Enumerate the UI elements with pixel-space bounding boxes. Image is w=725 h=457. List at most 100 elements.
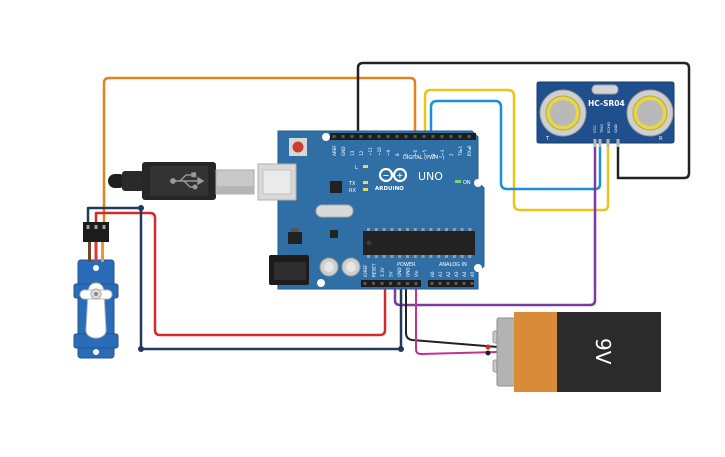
usb-chip [330,181,342,193]
digital-header-holes [332,135,471,138]
chip-pin [390,228,394,231]
digital-header[interactable] [330,133,476,140]
analog-pin-hole[interactable] [446,282,450,285]
chip-pin [413,255,417,258]
analog-pin-label: A3 [454,271,459,277]
led-tx-label: TX [348,181,356,187]
usb-cable-neck [122,171,144,191]
digital-pin-label: ~10 [377,147,382,156]
led-on [455,180,461,183]
sensor-pin[interactable] [598,139,602,147]
digital-pin-hole[interactable] [386,135,390,138]
digital-pin-label: GND [341,146,346,156]
digital-pin-hole[interactable] [377,135,381,138]
analog-pin-hole[interactable] [438,282,442,285]
analog-pin-hole[interactable] [454,282,458,285]
chip-pin [398,255,402,258]
servo-cable-red [94,240,98,262]
chip-pin [429,228,433,231]
wire-blue-echo[interactable] [429,99,602,191]
digital-pin-label: 8 [395,153,400,156]
battery-9v[interactable]: 9V [485,312,662,392]
battery-label-band [514,312,559,392]
chip-pin [382,228,386,231]
power-pin-hole[interactable] [406,282,409,285]
digital-pin-hole[interactable] [449,135,453,138]
wire-node [138,205,144,211]
wire-black-battery-neg[interactable] [405,282,499,348]
power-pin-label: IOREF [363,264,368,277]
power-pin-hole[interactable] [389,282,392,285]
digital-pin-hole[interactable] [350,135,354,138]
digital-pin-hole[interactable] [422,135,426,138]
power-pin-hole[interactable] [380,282,384,285]
capacitor-top [324,262,334,272]
power-pin-hole[interactable] [397,282,401,285]
reset-button[interactable] [292,141,304,153]
digital-pin-hole[interactable] [431,135,435,138]
digital-pin-hole[interactable] [359,135,363,138]
wire-magenta-battery-pos[interactable] [415,282,499,355]
chip-pin [406,255,409,258]
chip-pin [445,228,448,231]
chip-pin [367,228,370,231]
wire-purple-vcc[interactable] [393,143,597,307]
servo-connector-pin [94,225,98,229]
digital-pin-hole[interactable] [404,135,408,138]
mounting-hole [474,264,482,272]
analog-header[interactable] [428,280,474,287]
digital-pin-hole[interactable] [341,135,345,138]
digital-pin-hole[interactable] [413,135,417,138]
servo-motor[interactable] [73,222,119,359]
power-pin-hole[interactable] [372,282,375,285]
power-pin-hole[interactable] [414,282,418,285]
chip-pin [421,228,425,231]
capacitor-top [346,262,356,272]
analog-pin-label: A1 [438,271,443,277]
wire-navy-servo-gnd[interactable] [86,206,403,351]
chip-pin [382,255,386,258]
battery-voltage-label: 9V [591,338,615,365]
wire-node [398,346,404,352]
led-on-label: ON [463,180,471,186]
digital-pin-hole[interactable] [332,135,336,138]
wire-orange-servo-signal[interactable] [102,76,417,227]
sensor-pin[interactable] [593,139,597,147]
analog-pin-hole[interactable] [470,282,474,285]
sensor-pins[interactable] [593,139,620,147]
digital-pin-hole[interactable] [467,135,471,138]
sensor-pin[interactable] [606,139,610,147]
wire-yellow-trig[interactable] [423,88,610,212]
analog-pin-hole[interactable] [430,282,434,285]
chip-pin [421,255,425,258]
chip-notch [366,240,372,246]
chip-pin [374,228,378,231]
crystal-oscillator [315,204,354,218]
usb-cable-tip [108,174,126,188]
usb-cable[interactable] [108,162,255,200]
wire-black-sensor-gnd[interactable] [356,61,691,180]
digital-pin-hole[interactable] [395,135,399,138]
wire-red-servo-power[interactable] [94,211,387,337]
digital-pin-hole[interactable] [368,135,372,138]
digital-pin-label: 2 [449,153,454,156]
analog-pin-hole[interactable] [462,282,466,285]
servo-horn-screw [94,292,98,296]
digital-pin-hole[interactable] [440,135,444,138]
sensor-pin-label: TRIG [599,124,604,134]
chip-pin [374,255,378,258]
microcontroller-chip [363,231,475,255]
power-header-holes [363,282,418,285]
power-pin-label: Vin [414,270,419,277]
digital-pin-hole[interactable] [458,135,462,138]
sensor-pin[interactable] [616,139,620,147]
analog-label: ANALOG IN [439,262,467,268]
chip-pin [460,228,464,231]
power-pin-hole[interactable] [363,282,367,285]
